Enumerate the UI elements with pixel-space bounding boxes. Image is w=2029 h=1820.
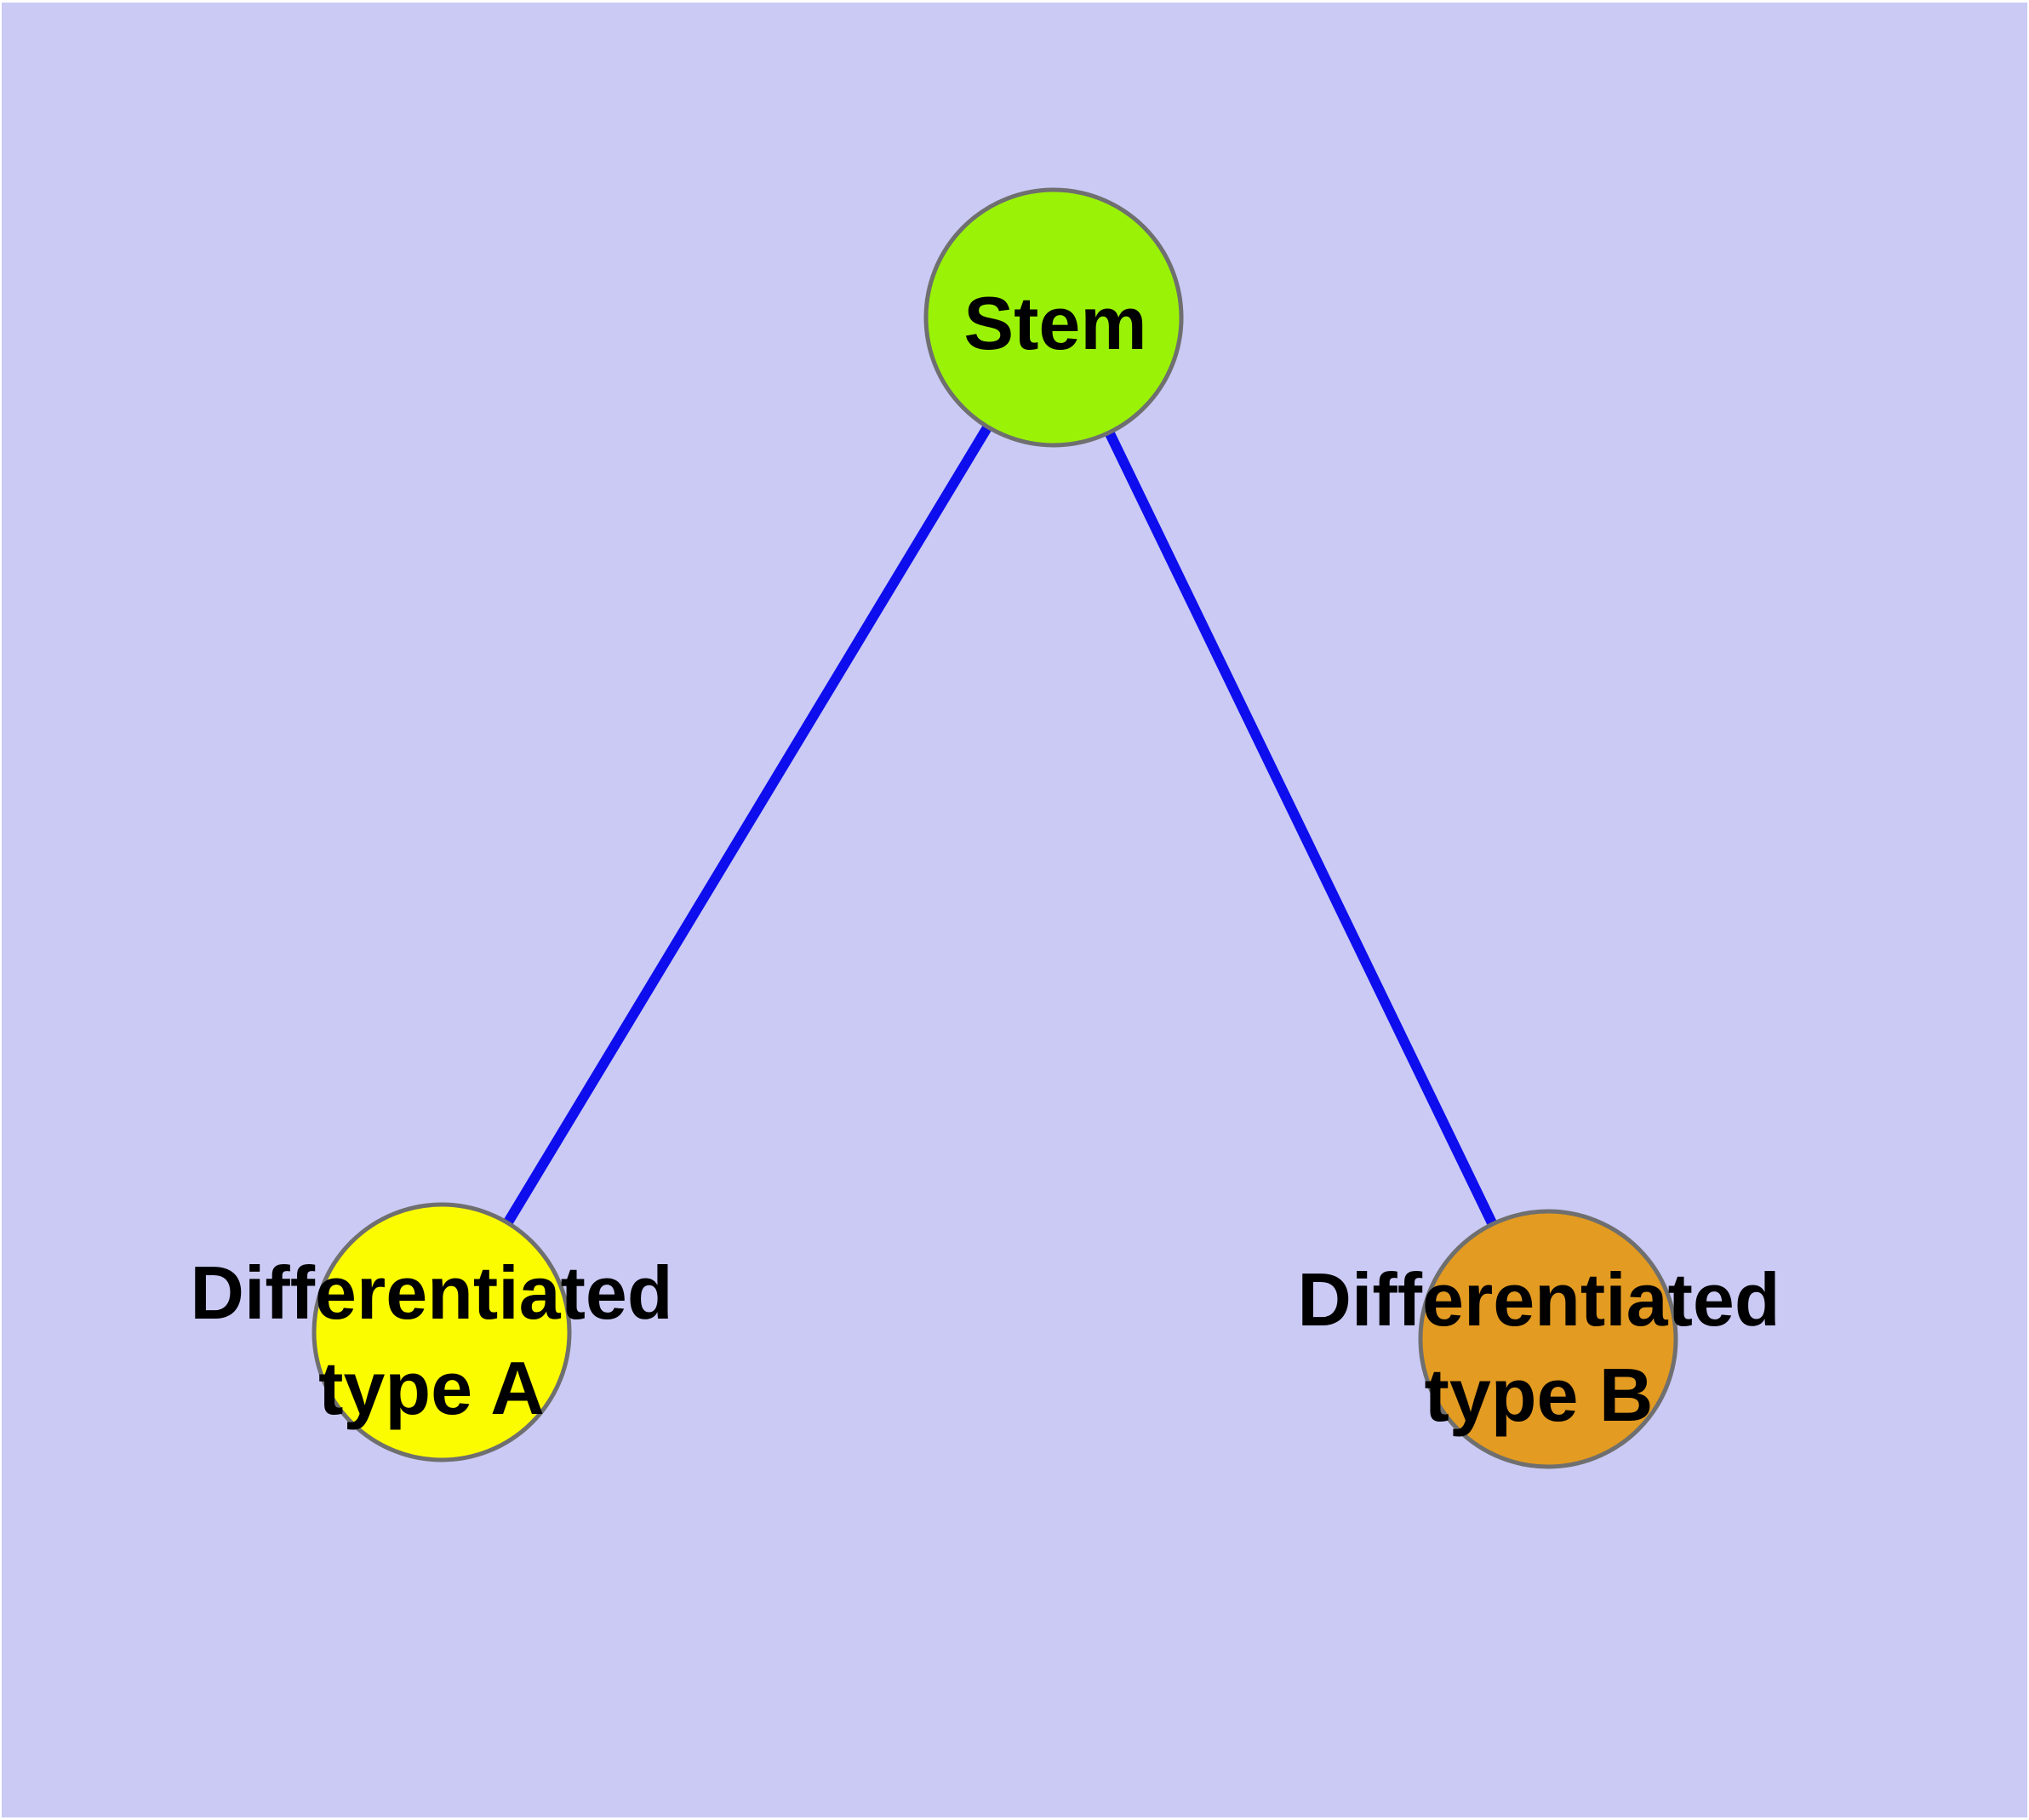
node-type-b-circle[interactable] — [1418, 1209, 1678, 1469]
edge-stem-to-type-a — [437, 314, 1059, 1336]
graph-svg — [311, 187, 1678, 1469]
node-type-a-circle[interactable] — [311, 1202, 572, 1462]
graph-canvas: Stem Differentiated type A Differentiate… — [2, 3, 2027, 1817]
node-stem-circle[interactable] — [923, 187, 1184, 448]
edge-stem-to-type-b — [1049, 315, 1553, 1342]
